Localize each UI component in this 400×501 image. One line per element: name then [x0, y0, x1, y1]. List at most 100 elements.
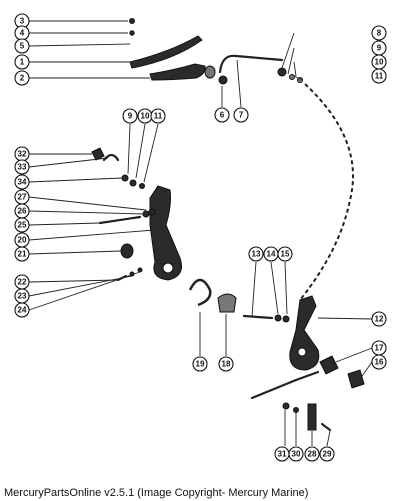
svg-text:8: 8 [377, 29, 382, 38]
cable-clamp-part [129, 35, 203, 69]
roller-part [319, 355, 339, 375]
screw-part [129, 18, 135, 24]
callout-6: 6 [214, 107, 230, 123]
leader-lines [28, 20, 373, 447]
small-part [121, 174, 129, 182]
callout-21: 21 [14, 246, 30, 262]
svg-text:18: 18 [222, 360, 231, 369]
svg-text:21: 21 [18, 250, 27, 259]
callout-34: 34 [14, 174, 30, 190]
svg-text:3: 3 [20, 17, 25, 26]
nut-part [347, 369, 365, 389]
rod-end-part [218, 75, 228, 85]
svg-text:14: 14 [267, 250, 276, 259]
svg-text:27: 27 [18, 193, 27, 202]
dashed-link-part [299, 83, 354, 301]
svg-text:4: 4 [20, 29, 25, 38]
callout-20: 20 [14, 232, 30, 248]
callout-11-left: 11 [150, 108, 166, 124]
svg-text:10: 10 [141, 112, 150, 121]
washer-part [293, 407, 299, 413]
screw-part [320, 422, 332, 432]
callout-5: 5 [14, 38, 30, 54]
svg-text:17: 17 [375, 344, 384, 353]
svg-text:31: 31 [278, 450, 287, 459]
callout-19: 19 [192, 356, 208, 372]
callout-18: 18 [218, 356, 234, 372]
svg-text:11: 11 [375, 72, 384, 81]
svg-text:32: 32 [18, 150, 27, 159]
parts-artwork [91, 18, 365, 432]
callout-25: 25 [14, 217, 30, 233]
bolt-part [98, 215, 142, 225]
svg-text:6: 6 [220, 111, 225, 120]
svg-text:23: 23 [18, 292, 27, 301]
callout-9-left: 9 [122, 108, 138, 124]
svg-text:10: 10 [375, 58, 384, 67]
washer-part [120, 243, 134, 259]
spacer-part [274, 314, 282, 322]
callout-9: 9 [371, 40, 387, 56]
callout-23: 23 [14, 288, 30, 304]
callout-33: 33 [14, 159, 30, 175]
callout-14: 14 [263, 246, 279, 262]
callout-12: 12 [371, 311, 387, 327]
arm-hub-part [162, 262, 174, 274]
callout-bubbles: 3 4 5 1 2 6 7 8 9 10 11 9 10 11 32 33 34… [14, 13, 387, 462]
bolt-part [294, 370, 320, 382]
svg-text:1: 1 [20, 58, 25, 67]
clamp-bushing-part [204, 65, 216, 79]
clip-part [91, 147, 105, 161]
washer-part [289, 74, 295, 80]
svg-text:26: 26 [18, 207, 27, 216]
svg-text:28: 28 [308, 450, 317, 459]
callout-30: 30 [288, 446, 304, 462]
link-part [307, 403, 317, 431]
spacer-part [148, 208, 156, 216]
svg-text:2: 2 [20, 74, 25, 83]
small-part [129, 179, 137, 187]
callout-11: 11 [371, 68, 387, 84]
svg-text:15: 15 [281, 250, 290, 259]
callout-28: 28 [304, 446, 320, 462]
pin-part [102, 153, 120, 162]
callout-8: 8 [371, 25, 387, 41]
washer-part [129, 30, 135, 36]
arm-hub-part [297, 347, 307, 357]
svg-text:22: 22 [18, 278, 27, 287]
callout-13: 13 [248, 246, 264, 262]
callout-32: 32 [14, 146, 30, 162]
svg-text:7: 7 [239, 111, 244, 120]
small-part [139, 183, 145, 189]
callout-22: 22 [14, 274, 30, 290]
callout-10-left: 10 [137, 108, 153, 124]
svg-text:24: 24 [18, 306, 27, 315]
svg-text:5: 5 [20, 42, 25, 51]
callout-24: 24 [14, 302, 30, 318]
svg-text:9: 9 [377, 44, 382, 53]
svg-text:11: 11 [154, 112, 163, 121]
svg-text:16: 16 [375, 358, 384, 367]
callout-31: 31 [274, 446, 290, 462]
callout-27: 27 [14, 189, 30, 205]
spacer-part [282, 315, 290, 323]
callout-15: 15 [277, 246, 293, 262]
ball-joint-part [277, 67, 287, 77]
callout-17: 17 [371, 340, 387, 356]
bracket-part [217, 293, 237, 313]
svg-text:20: 20 [18, 236, 27, 245]
bolt-part [242, 314, 274, 320]
svg-text:9: 9 [128, 112, 133, 121]
callout-1: 1 [14, 54, 30, 70]
callout-29: 29 [319, 446, 335, 462]
svg-text:29: 29 [323, 450, 332, 459]
spring-part [188, 278, 212, 307]
callout-16: 16 [371, 354, 387, 370]
callout-7: 7 [233, 107, 249, 123]
callout-4: 4 [14, 25, 30, 41]
svg-text:34: 34 [18, 178, 27, 187]
callout-26: 26 [14, 203, 30, 219]
callout-2: 2 [14, 70, 30, 86]
lower-arm-part [289, 295, 320, 371]
